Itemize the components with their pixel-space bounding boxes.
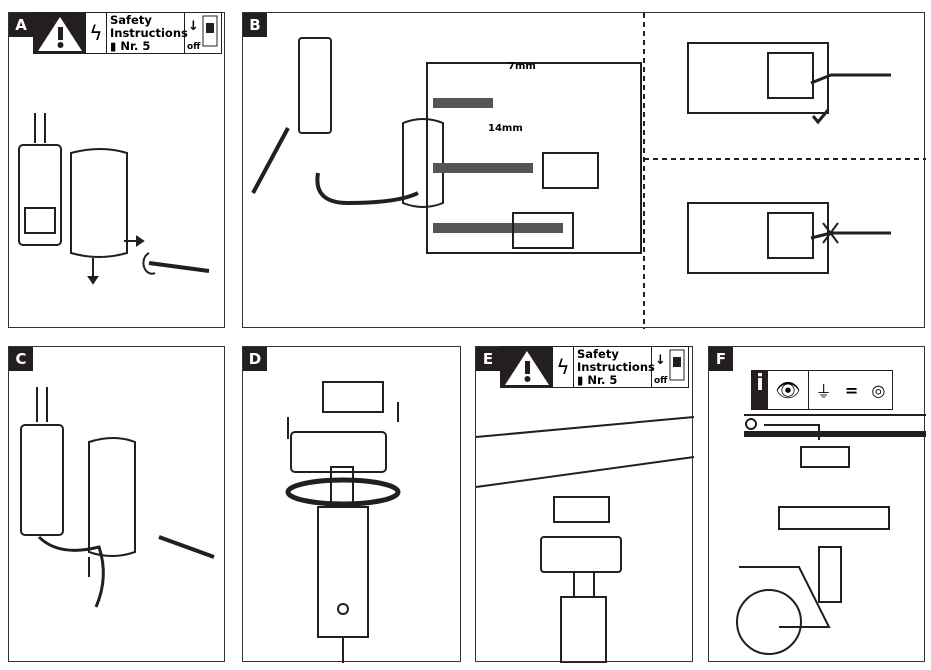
panel-b: B 7mm 14mm — [242, 12, 926, 329]
info-icon: i — [752, 371, 768, 409]
lightning-icon: ϟ — [553, 347, 574, 387]
luminaire-disassembly-drawing — [18, 113, 210, 285]
panel-label: C — [9, 347, 33, 371]
booklet-icon: ▮ — [110, 39, 121, 53]
safety-title-1: Safety — [110, 13, 152, 27]
lightning-icon: ϟ — [86, 13, 107, 53]
equals-icon: = — [844, 380, 859, 400]
checkmark-icon — [811, 109, 830, 125]
warning-triangle-icon — [34, 13, 86, 53]
circuit-breaker-icon: ↓off — [652, 347, 688, 387]
panel-d: D — [242, 346, 461, 663]
panel-c: C — [8, 346, 225, 662]
earth-alignment-drawing — [736, 414, 926, 655]
safety-ref: Nr. 5 — [587, 373, 618, 387]
reassembly-drawing — [20, 387, 215, 608]
cross-icon — [822, 222, 839, 244]
safety-title-2: Instructions — [110, 26, 188, 40]
booklet-icon: ▮ — [577, 373, 588, 387]
target-circle-icon: ◎ — [871, 380, 886, 400]
panel-label: A — [9, 13, 33, 37]
safety-title-1: Safety — [577, 347, 619, 361]
panel-label: F — [709, 347, 733, 371]
safety-title-2: Instructions — [577, 360, 655, 374]
panel-label: D — [243, 347, 267, 371]
wiring-drawing — [251, 13, 926, 329]
earth-info-box: i 👁 ⏚ = ◎ — [751, 370, 893, 410]
safety-ref: Nr. 5 — [120, 39, 151, 53]
circuit-breaker-icon: ↓off — [185, 13, 221, 53]
track-mounting-drawing — [476, 416, 694, 663]
ground-symbol-icon: ⏚ — [815, 382, 832, 401]
off-label: off — [187, 42, 201, 52]
eye-icon: 👁 — [768, 371, 809, 409]
panel-f: F i 👁 ⏚ = ◎ — [708, 346, 926, 662]
adapter-mounting-drawing — [285, 381, 401, 663]
warning-triangle-icon — [501, 347, 553, 387]
strip-length-long: 14mm — [488, 123, 523, 134]
panel-label: E — [476, 347, 500, 371]
strip-length-short: 7mm — [508, 61, 536, 72]
off-label: off — [654, 376, 668, 386]
panel-label: B — [243, 13, 267, 37]
